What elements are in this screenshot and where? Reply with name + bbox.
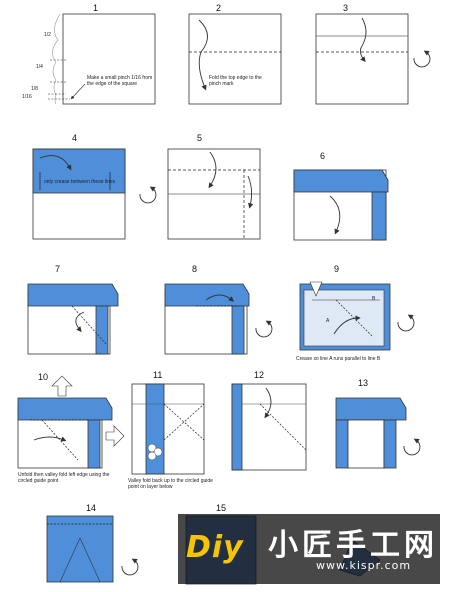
- step-12-number: 12: [254, 370, 265, 380]
- step-10-diagram: [17, 375, 125, 469]
- watermark-logo: Diy: [186, 530, 244, 565]
- step-11-diagram: [131, 383, 205, 475]
- step-14-diagram: [46, 515, 139, 583]
- watermark-site-name: 小匠手工网: [268, 528, 438, 563]
- step-1-diagram: [48, 13, 156, 105]
- step-1-note: Make a small pinch 1/16 from the edge of…: [87, 75, 153, 87]
- fraction-eighth: 1/8: [31, 86, 38, 92]
- step-12-diagram: [231, 383, 307, 471]
- step-6-diagram: [293, 169, 389, 241]
- step-9-label-a: A: [326, 318, 330, 324]
- watermark-band: [178, 514, 440, 584]
- step-5-number: 5: [197, 133, 203, 143]
- step-7-diagram: [27, 283, 119, 355]
- step-2-note: Fold the top edge to the pinch mark: [209, 75, 262, 87]
- step-2-number: 2: [216, 3, 222, 13]
- step-11-number: 11: [153, 370, 163, 380]
- fraction-sixteenth: 1/16: [22, 94, 32, 100]
- fraction-quarter: 1/4: [36, 64, 43, 70]
- step-7-number: 7: [55, 264, 61, 274]
- step-9-diagram: [299, 281, 415, 351]
- step-10-number: 10: [38, 372, 49, 382]
- step-14-number: 14: [86, 503, 97, 513]
- step-4-number: 4: [72, 133, 78, 143]
- step-6-number: 6: [320, 151, 326, 161]
- step-3-number: 3: [343, 3, 349, 13]
- step-2-diagram: [188, 13, 282, 105]
- step-1-number: 1: [93, 3, 99, 13]
- step-11-note: Valley fold back up to the circled guide…: [128, 478, 213, 490]
- step-9-note: Crease so line A runs parallel to line B: [296, 356, 381, 362]
- step-15-number: 15: [216, 503, 227, 513]
- step-5-diagram: [167, 148, 261, 240]
- step-13-number: 13: [358, 378, 369, 388]
- step-3-diagram: [315, 13, 431, 105]
- step-9-label-b: B: [372, 296, 376, 302]
- watermark-url: www.kispr.com: [316, 559, 412, 572]
- step-9-number: 9: [334, 264, 340, 274]
- step-8-number: 8: [192, 264, 198, 274]
- step-4-note: only crease between these lines: [44, 179, 116, 185]
- step-10-note: Unfold then valley fold left edge using …: [18, 472, 110, 484]
- step-8-diagram: [164, 283, 273, 355]
- step-4-diagram: [32, 148, 157, 240]
- step-13-diagram: [335, 397, 421, 469]
- fraction-half: 1/2: [44, 32, 51, 38]
